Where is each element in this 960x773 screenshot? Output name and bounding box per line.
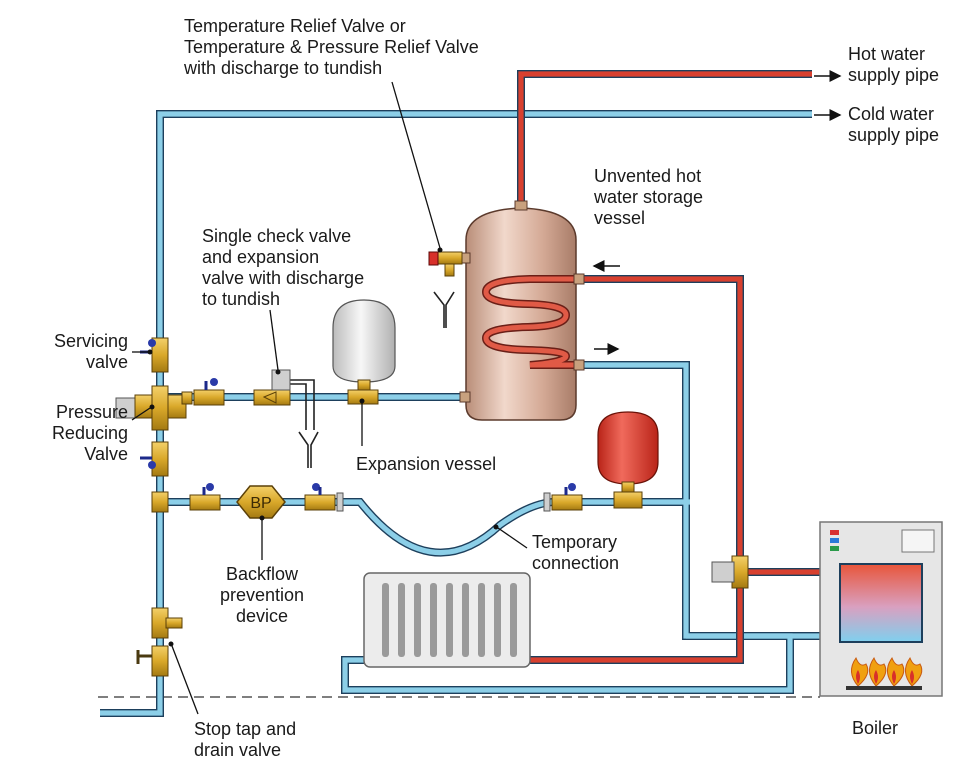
trv-label-line: Temperature Relief Valve or (184, 16, 406, 36)
discharge-pipe (290, 379, 315, 430)
stop-tap-label-line: Stop tap and (194, 719, 297, 739)
temp-connection-label: Temporary connection (532, 532, 619, 574)
backflow-label: Backflow prevention device (200, 564, 324, 627)
expansion-vessel-label-line: Expansion vessel (356, 454, 497, 474)
vessel-label: Unvented hot water storage vessel (594, 166, 703, 229)
prv-label-line: Valve (84, 444, 128, 464)
pressure-reducing-valve (115, 385, 193, 431)
servicing-valve-label-line: valve (85, 352, 128, 372)
vessel-label-line: water storage (594, 187, 704, 207)
expansion-vessel-label: Expansion vessel (356, 454, 496, 475)
check-valve-label-line: and expansion (202, 247, 320, 267)
prv-label-line: Pressure (55, 402, 128, 422)
tundish-icon (298, 431, 319, 468)
radiator (363, 572, 531, 668)
servicing-valve-lower (140, 441, 169, 477)
check-valve-label-line: Single check valve (202, 226, 352, 246)
hot-supply-label: Hot water supply pipe (848, 44, 939, 86)
trv-label-line: with discharge to tundish (184, 58, 383, 78)
leader-lines (131, 81, 528, 715)
hot-supply-label-line: supply pipe (848, 65, 940, 85)
boiler-label-line: Boiler (852, 718, 899, 738)
prv-label-line: Reducing (51, 423, 128, 443)
trv-label-line: Temperature & Pressure Relief Valve (184, 37, 479, 57)
stop-tap-label: Stop tap and drain valve (194, 719, 296, 761)
backflow-label-line: device (235, 606, 289, 626)
prv-label: Pressure Reducing Valve (4, 402, 128, 465)
boiler-label: Boiler (852, 718, 898, 739)
check-valve-label: Single check valve and expansion valve w… (202, 226, 364, 310)
backflow-prevention-device: BP (236, 485, 286, 519)
unvented-cylinder (459, 200, 585, 421)
burner-flames-icon (846, 656, 923, 690)
cold-supply-label: Cold water supply pipe (848, 104, 939, 146)
trv-label: Temperature Relief Valve or Temperature … (184, 16, 479, 79)
vessel-label-line: Unvented hot (594, 166, 702, 186)
servicing-valve-label: Servicing valve (4, 331, 128, 373)
expansion-vessel-potable (332, 299, 396, 405)
tundish-icon (433, 291, 455, 328)
single-check-valve (253, 369, 291, 406)
check-valve-label-line: valve with discharge (202, 268, 365, 288)
expansion-vessel-heating (597, 411, 659, 509)
backflow-label-line: Backflow (225, 564, 299, 584)
servicing-valve-bp-right (304, 483, 344, 512)
cold-supply-label-line: Cold water (848, 104, 935, 124)
boiler (819, 521, 943, 697)
stop-tap-drain-valve (136, 607, 183, 677)
cold-supply-label-line: supply pipe (848, 125, 940, 145)
temp-connection-label-line: connection (532, 553, 620, 573)
servicing-valve-bp-left (189, 483, 221, 511)
backflow-label-line: prevention (219, 585, 305, 605)
temp-connection-label-line: Temporary (532, 532, 618, 552)
vessel-label-line: vessel (594, 208, 646, 228)
stop-tap-label-line: drain valve (194, 740, 282, 760)
hot-supply-label-line: Hot water (848, 44, 926, 64)
heating-coil (481, 275, 578, 369)
bp-badge-text: BP (250, 495, 271, 512)
servicing-valve-label-line: Servicing (53, 331, 128, 351)
tee-fitting (151, 491, 169, 513)
tp-relief-valve (428, 251, 463, 277)
circulating-pump (711, 555, 749, 589)
servicing-valve-horizontal (193, 378, 225, 406)
check-valve-label-line: to tundish (202, 289, 281, 309)
servicing-valve-upper (140, 337, 169, 373)
filling-loop-valve (543, 483, 583, 512)
